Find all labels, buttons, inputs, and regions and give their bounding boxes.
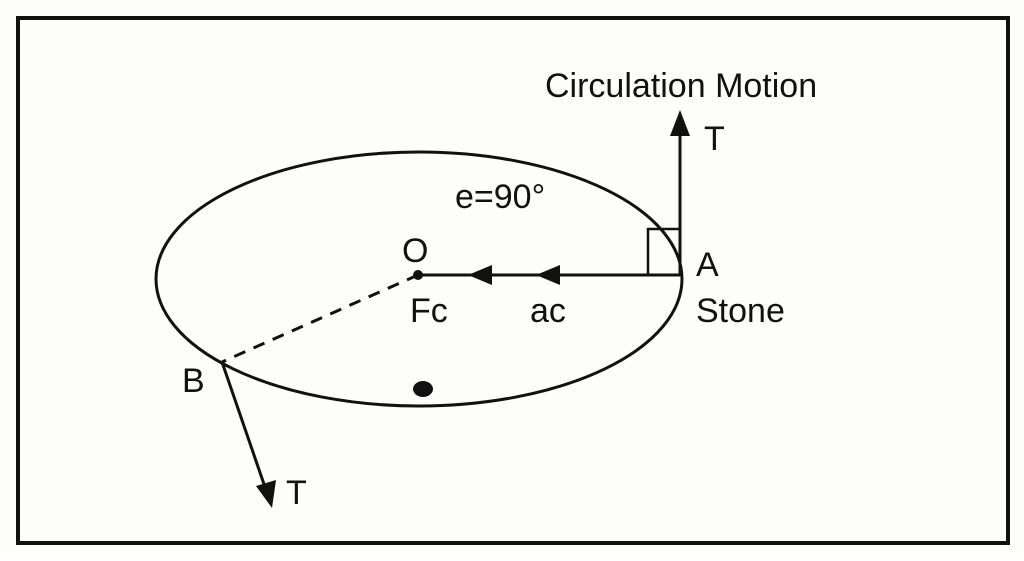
stone-label: Stone (696, 292, 785, 330)
diagram-title: Circulation Motion (545, 67, 817, 105)
outer-frame (16, 16, 1010, 545)
tension-arrowhead-top (670, 110, 690, 136)
tension-label-top: T (704, 120, 725, 158)
center-label: O (402, 232, 428, 270)
centripetal-acceleration-label: ac (530, 292, 566, 330)
acceleration-arrowhead-1 (536, 265, 560, 285)
point-b-label: B (182, 362, 205, 400)
radius-dashed-line (221, 273, 419, 364)
tension-arrow-bottom (220, 361, 268, 491)
tension-arrowhead-bottom (256, 480, 276, 508)
circular-path (154, 150, 684, 408)
acceleration-arrowhead-2 (468, 265, 492, 285)
tension-label-bottom: T (286, 474, 307, 512)
angle-label: e=90° (455, 178, 545, 216)
small-dot-mark (413, 381, 433, 397)
centripetal-force-label: Fc (410, 292, 448, 330)
point-a-label: A (696, 246, 719, 284)
